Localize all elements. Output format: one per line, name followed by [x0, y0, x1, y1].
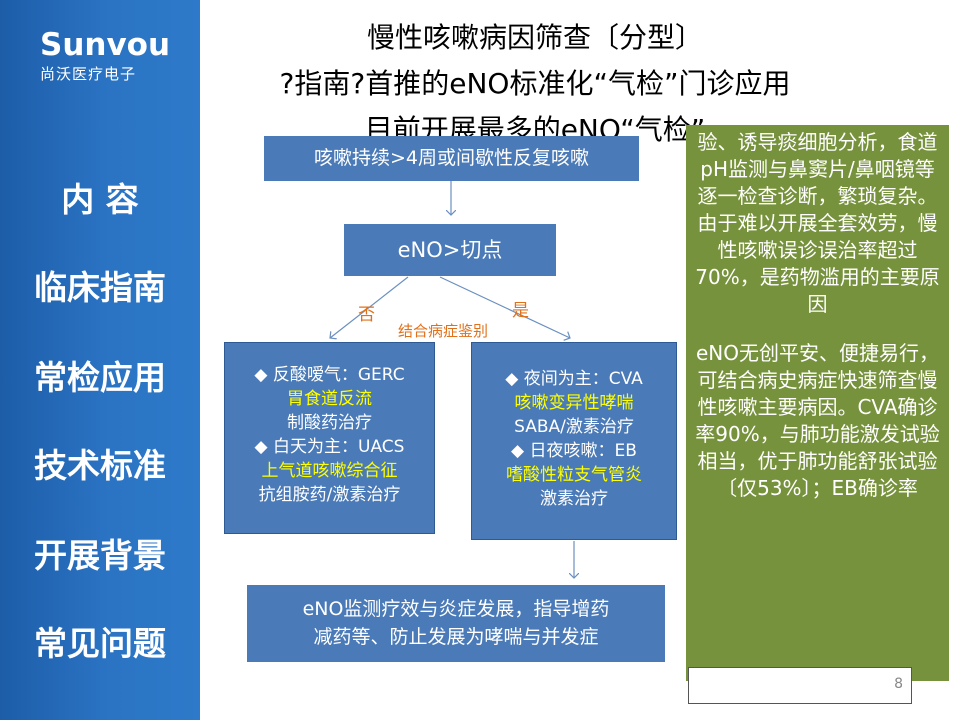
nav-contents[interactable]: 内 容: [61, 180, 139, 219]
label-yes: 是: [512, 301, 529, 321]
arrow-eno-to-left: [330, 276, 409, 338]
sidebar: Sunvou 尚沃医疗电子 内 容 临床指南 常检应用 技术标准 开展背景 常见…: [0, 0, 200, 720]
page-number: 8: [688, 667, 912, 704]
flow-start-box: 咳嗽持续>4周或间歇性反复咳嗽: [264, 136, 639, 181]
bottom-line2: 减药等、防止发展为哮喘与并发症: [313, 626, 599, 648]
slide-title-line1: 慢性咳嗽病因筛查〔分型〕: [366, 21, 703, 54]
logo-wordmark: Sunvou: [40, 27, 171, 63]
flow-bottom-box: eNO监测疗效与炎症发展，指导增药 减药等、防止发展为哮喘与并发症: [247, 585, 665, 662]
sunvou-logo: Sunvou 尚沃医疗电子: [40, 28, 170, 84]
nav-routine-application[interactable]: 常检应用: [34, 358, 166, 397]
right-line4: ◆ 日夜咳嗽：EB: [511, 441, 637, 461]
nav-faq[interactable]: 常见问题: [34, 624, 166, 663]
info-panel-para1: 验、诱导痰细胞分析，食道pH监测与鼻窦片/鼻咽镜等逐一检查诊断，繁琐复杂。由于难…: [695, 130, 940, 316]
left-line5: 上气道咳嗽综合征: [261, 461, 398, 481]
right-line5: 嗜酸性粒支气管炎: [506, 465, 642, 485]
right-line1: ◆ 夜间为主：CVA: [505, 369, 643, 389]
label-combine-symptoms: 结合病症鉴别: [398, 322, 489, 340]
right-line3: SABA/激素治疗: [514, 417, 634, 437]
arrow-eno-to-right: [439, 276, 570, 338]
left-line3: 制酸药治疗: [287, 413, 372, 433]
flow-eno-threshold-box: eNO>切点: [344, 224, 556, 276]
nav-background[interactable]: 开展背景: [34, 536, 166, 575]
flow-left-box: ◆ 反酸嗳气：GERC 胃食道反流 制酸药治疗 ◆ 白天为主：UACS 上气道咳…: [224, 342, 435, 534]
right-line6: 激素治疗: [540, 489, 608, 509]
label-no: 否: [358, 305, 375, 325]
logo-subtitle: 尚沃医疗电子: [40, 65, 137, 83]
slide-title-line2: ?指南?首推的eNO标准化“气检”门诊应用: [279, 67, 791, 100]
right-line2: 咳嗽变异性哮喘: [514, 393, 634, 413]
left-line2: 胃食道反流: [287, 389, 372, 409]
flow-right-box: ◆ 夜间为主：CVA 咳嗽变异性哮喘 SABA/激素治疗 ◆ 日夜咳嗽：EB 嗜…: [471, 342, 677, 540]
info-panel-para2: eNO无创平安、便捷易行，可结合病史病症快速筛查慢性咳嗽主要病因。CVA确诊率9…: [695, 341, 940, 500]
left-line1: ◆ 反酸嗳气：GERC: [254, 365, 405, 385]
info-panel: 验、诱导痰细胞分析，食道pH监测与鼻窦片/鼻咽镜等逐一检查诊断，繁琐复杂。由于难…: [686, 125, 949, 681]
nav-clinical-guidelines[interactable]: 临床指南: [34, 268, 166, 307]
nav-technical-standards[interactable]: 技术标准: [34, 446, 166, 485]
left-line6: 抗组胺药/激素治疗: [258, 485, 401, 505]
left-line4: ◆ 白天为主：UACS: [254, 437, 405, 457]
bottom-line1: eNO监测疗效与炎症发展，指导增药: [302, 598, 610, 620]
